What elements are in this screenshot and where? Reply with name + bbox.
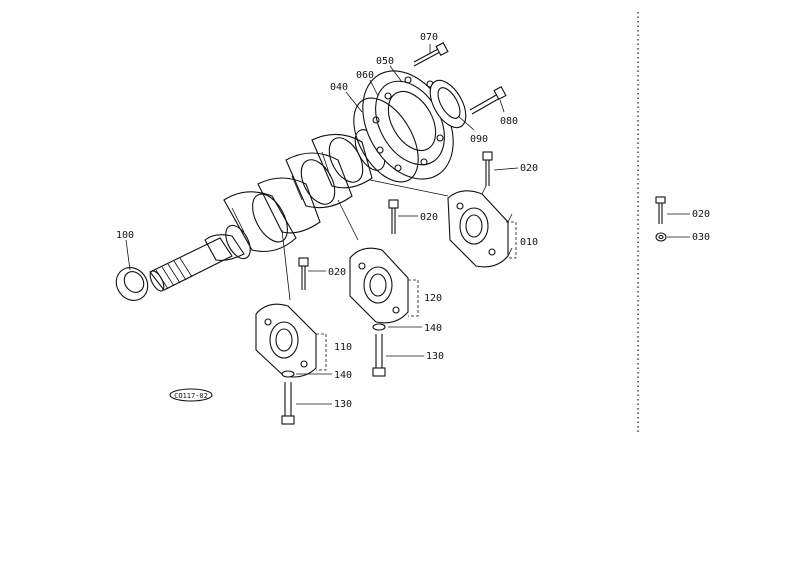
callout-080: 080: [500, 116, 518, 127]
side-callout-030: 030: [692, 232, 710, 243]
washer-140-mid: [372, 323, 386, 331]
bolt-020-left: [298, 257, 309, 290]
front-oil-seal: [115, 267, 149, 301]
callout-130-low: 130: [334, 399, 352, 410]
bearing-case-110: [255, 303, 317, 378]
callout-060: 060: [356, 70, 374, 81]
callout-010: 010: [520, 237, 538, 248]
stamp-text: CO117-02: [174, 392, 208, 400]
crankshaft: [149, 129, 386, 292]
gasket: [353, 97, 419, 183]
bearing-case-010: [447, 185, 513, 268]
bolt-020-top: [482, 151, 493, 186]
callout-140-low: 140: [334, 370, 352, 381]
side-washer-030: [655, 232, 667, 242]
callout-120: 120: [424, 293, 442, 304]
bolt-020-mid: [388, 199, 399, 234]
callout-090: 090: [470, 134, 488, 145]
washer-140-low: [281, 370, 295, 378]
callout-020-mid: 020: [420, 212, 438, 223]
side-bolt-020: [655, 196, 666, 224]
bracket-120: [408, 279, 419, 317]
callout-100: 100: [116, 230, 134, 241]
callout-050: 050: [376, 56, 394, 67]
callout-020-top: 020: [520, 163, 538, 174]
bolt-080: [469, 85, 507, 115]
assembly-lines: [281, 179, 449, 301]
bolt-070: [413, 41, 449, 67]
leader-lines: [125, 44, 519, 405]
bracket-010: [506, 221, 517, 259]
callout-110: 110: [334, 342, 352, 353]
callout-140-mid: 140: [424, 323, 442, 334]
side-panel: 020 030: [655, 196, 710, 243]
bolt-130-mid: [372, 334, 386, 377]
bearing-case-120: [349, 247, 409, 324]
rear-oil-seal: [429, 79, 467, 129]
drawing-stamp: CO117-02: [169, 388, 213, 402]
callout-020-left: 020: [328, 267, 346, 278]
bolt-130-low: [281, 382, 295, 425]
side-callout-020: 020: [692, 209, 710, 220]
callout-070: 070: [420, 32, 438, 43]
callout-130-mid: 130: [426, 351, 444, 362]
callout-040: 040: [330, 82, 348, 93]
bracket-110: [316, 333, 327, 371]
